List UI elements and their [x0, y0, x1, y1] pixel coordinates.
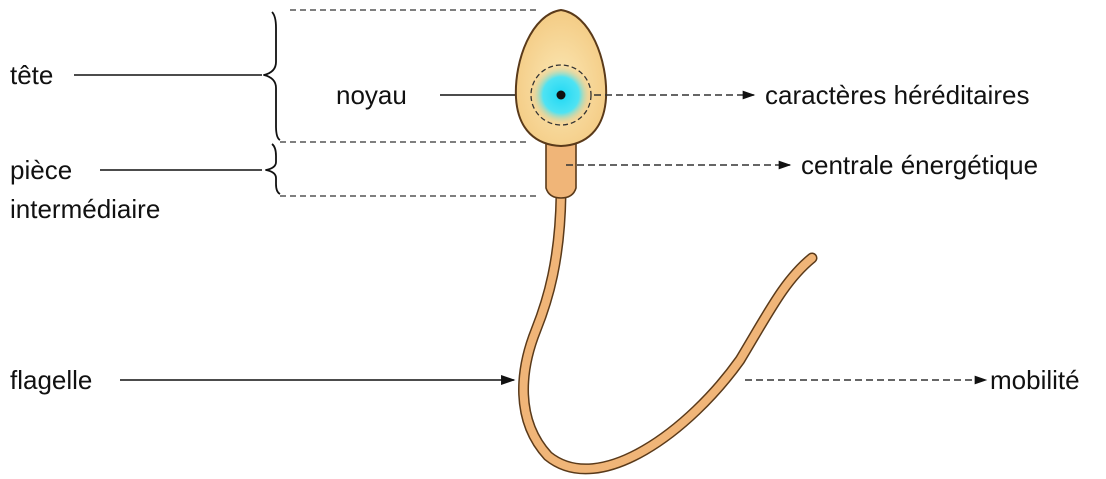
brace-midpiece — [266, 144, 280, 194]
midpiece — [546, 140, 576, 198]
label-centrale-energetique: centrale énergétique — [801, 150, 1038, 180]
label-mobilite: mobilité — [990, 365, 1080, 395]
label-noyau: noyau — [336, 80, 407, 110]
label-caracteres-hereditaires: caractères héréditaires — [765, 80, 1029, 110]
label-flagelle: flagelle — [10, 365, 92, 395]
label-piece: pièce — [10, 155, 72, 185]
nucleus-dot — [557, 91, 566, 100]
label-intermediaire: intermédiaire — [10, 194, 160, 224]
brace-head — [264, 12, 280, 140]
label-tete: tête — [10, 60, 53, 90]
flagellum — [524, 195, 812, 469]
